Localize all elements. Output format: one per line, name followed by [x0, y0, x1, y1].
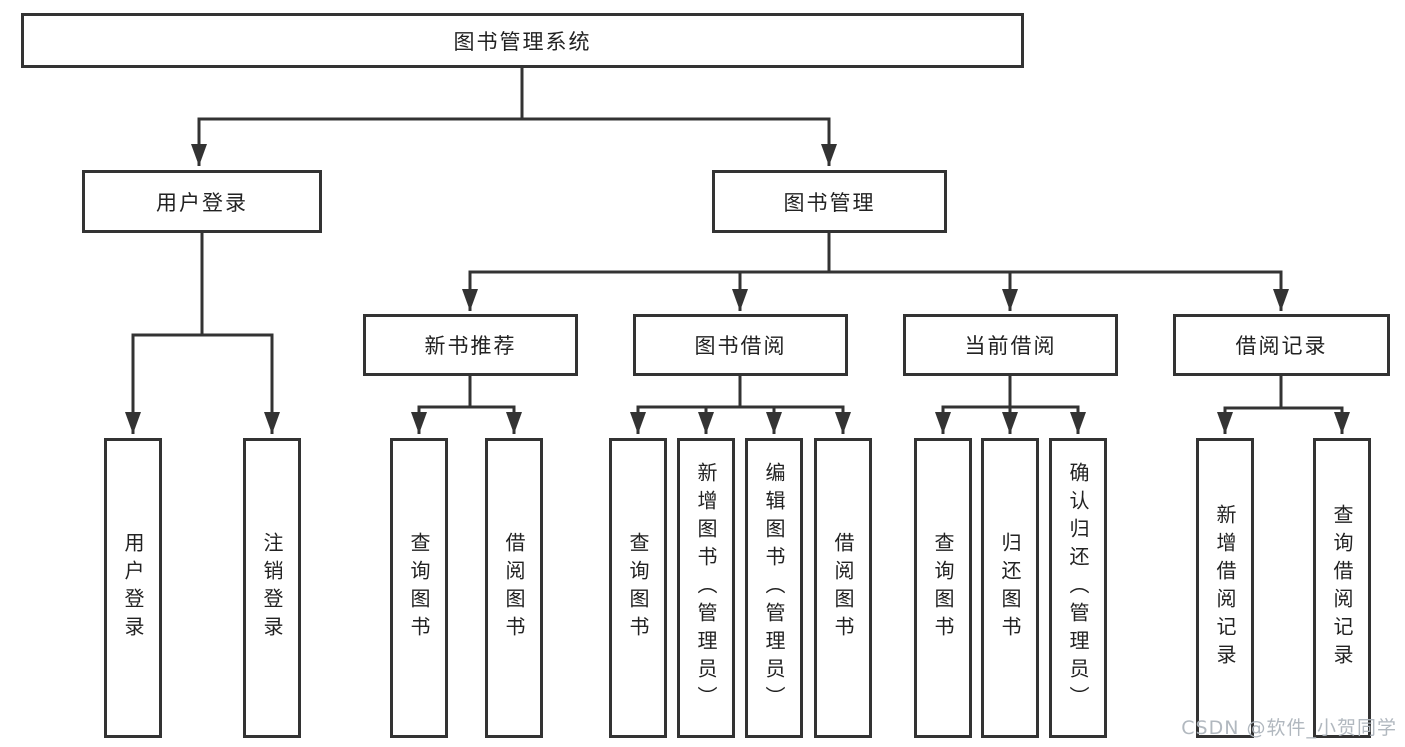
node-borrowing-records: 借阅记录: [1173, 314, 1390, 376]
leaf-search-books-current: 查询图书: [914, 438, 972, 738]
leaf-borrow-books: 借阅图书: [814, 438, 872, 738]
user-login-branch-connector: [125, 233, 280, 434]
leaf-logout: 注销登录: [243, 438, 301, 738]
book-management-branch-connector: [462, 233, 1289, 311]
node-user-login: 用户登录: [82, 170, 322, 233]
leaf-edit-books-admin: 编辑图书（管理员）: [745, 438, 803, 738]
leaf-confirm-return-admin: 确认归还（管理员）: [1049, 438, 1107, 738]
leaf-return-books: 归还图书: [981, 438, 1039, 738]
root-branch-connector: [191, 68, 837, 166]
leaf-borrow-books-recommend: 借阅图书: [485, 438, 543, 738]
node-book-management: 图书管理: [712, 170, 947, 233]
leaf-search-books-recommend: 查询图书: [390, 438, 448, 738]
leaf-add-books-admin: 新增图书（管理员）: [677, 438, 735, 738]
leaf-search-books-borrow: 查询图书: [609, 438, 667, 738]
node-book-borrowing: 图书借阅: [633, 314, 848, 376]
leaf-user-login: 用户登录: [104, 438, 162, 738]
new-book-branch-connector: [411, 376, 522, 434]
leaf-search-borrow-record: 查询借阅记录: [1313, 438, 1371, 738]
current-borrow-branch-connector: [935, 376, 1086, 434]
node-library-management-system: 图书管理系统: [21, 13, 1024, 68]
node-new-book-recommendation: 新书推荐: [363, 314, 578, 376]
node-current-borrowing: 当前借阅: [903, 314, 1118, 376]
csdn-watermark: CSDN @软件_小贺同学: [1181, 717, 1397, 739]
borrow-records-branch-connector: [1217, 376, 1350, 434]
book-borrow-branch-connector: [630, 376, 851, 434]
leaf-add-borrow-record: 新增借阅记录: [1196, 438, 1254, 738]
